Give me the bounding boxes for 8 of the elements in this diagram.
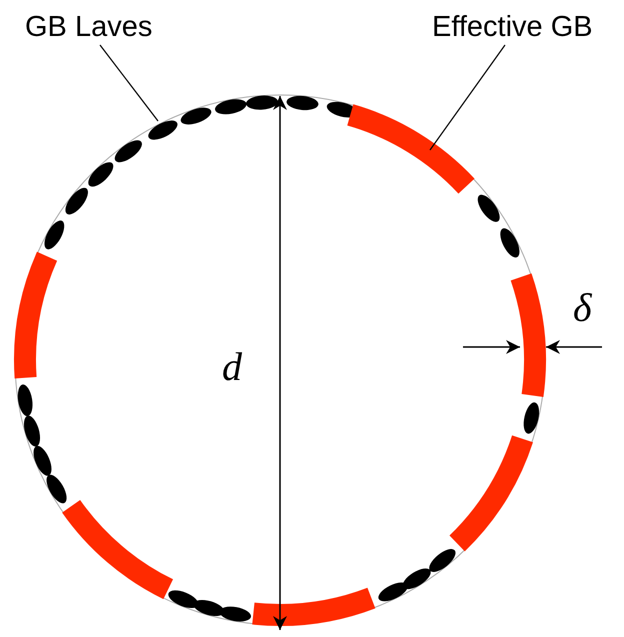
dimension-label: δ (573, 286, 592, 330)
leader-line (430, 44, 506, 150)
callout-text: Effective GB (432, 10, 593, 44)
grain-boundary-segment (346, 104, 474, 194)
leader-line (100, 44, 158, 122)
laves-particle (148, 120, 178, 140)
dimension-label: d (222, 345, 242, 389)
callout-text: GB Laves (25, 10, 152, 44)
